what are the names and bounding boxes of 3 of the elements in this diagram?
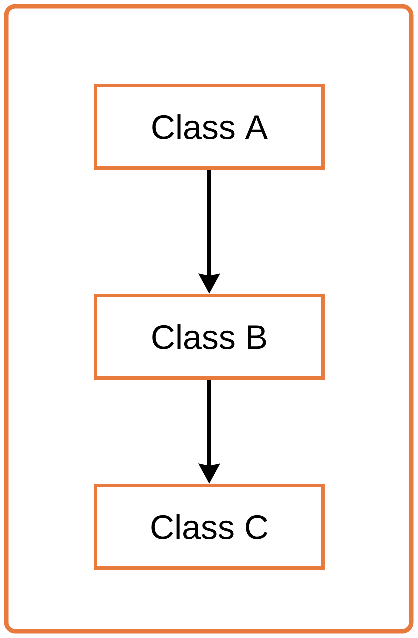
class-box: Class B — [94, 294, 325, 380]
class-box: Class A — [94, 84, 325, 170]
class-box: Class C — [94, 484, 325, 570]
